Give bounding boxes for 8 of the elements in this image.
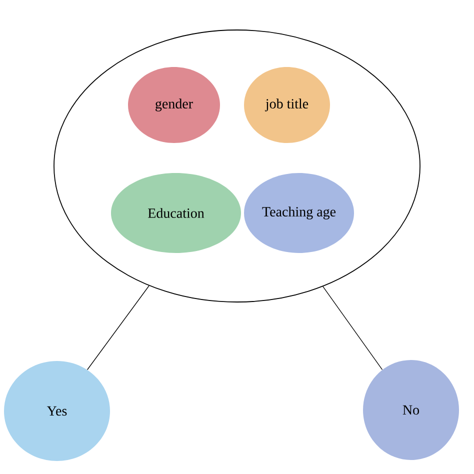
connector-line <box>322 286 383 370</box>
ellipse-node: Yes <box>4 361 110 461</box>
connector-line <box>86 285 150 370</box>
ellipse-node: Teaching age <box>244 173 354 253</box>
ellipse-node: Education <box>111 173 241 253</box>
ellipse-node: gender <box>128 67 220 143</box>
ellipse-node: No <box>363 360 459 460</box>
ellipse-node: job title <box>244 67 330 143</box>
